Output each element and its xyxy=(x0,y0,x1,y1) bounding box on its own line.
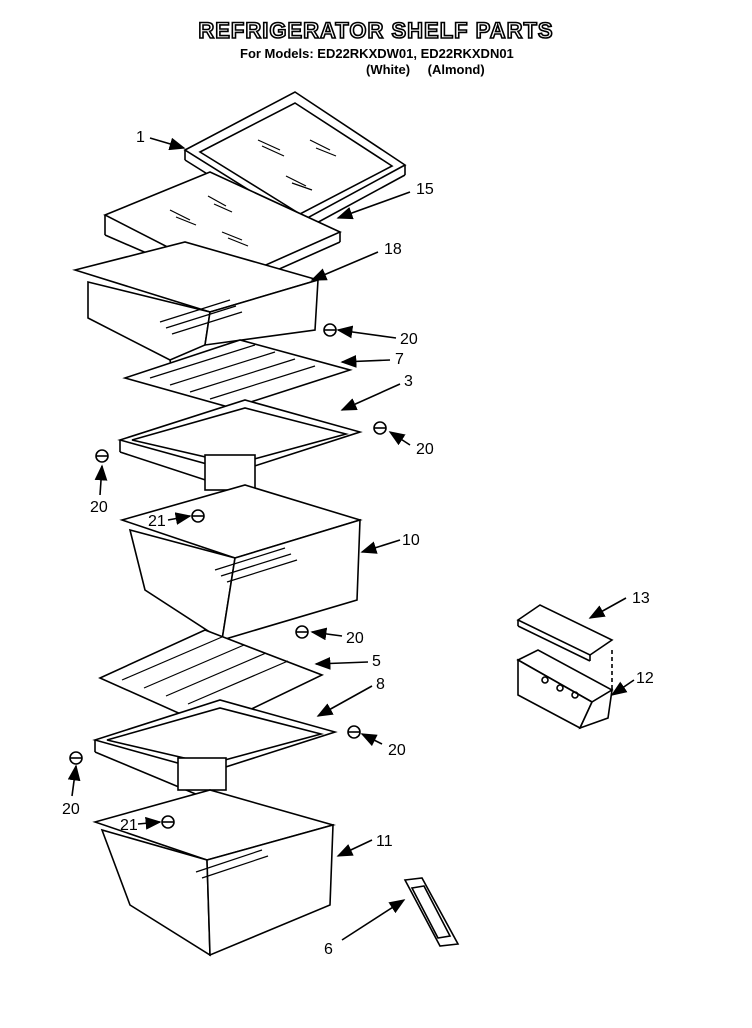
callout-11: 11 xyxy=(376,833,393,850)
part-11-crisper-pan xyxy=(92,789,336,957)
part-13-lid xyxy=(516,604,614,662)
callout-21: 21 xyxy=(148,513,166,530)
callout-15: 15 xyxy=(416,181,434,198)
callout-7: 7 xyxy=(395,351,404,368)
callout-20: 20 xyxy=(62,801,80,818)
part-5-shelf xyxy=(98,629,325,729)
part-3-shelf-frame xyxy=(117,399,363,500)
screw-20 xyxy=(323,323,337,337)
callout-18: 18 xyxy=(384,241,402,258)
screw-20 xyxy=(69,751,83,765)
screw-21 xyxy=(161,815,175,829)
screw-20 xyxy=(295,625,309,639)
part-10-crisper-pan xyxy=(119,484,363,642)
screw-20 xyxy=(373,421,387,435)
screw-21 xyxy=(191,509,205,523)
callout-20: 20 xyxy=(416,441,434,458)
model-numbers: For Models: ED22RKXDW01, ED22RKXDN01 xyxy=(240,46,514,61)
callout-13: 13 xyxy=(632,590,650,607)
callout-12: 12 xyxy=(636,670,654,687)
callout-20: 20 xyxy=(400,331,418,348)
callout-21: 21 xyxy=(120,817,138,834)
part-8-shelf-frame xyxy=(92,699,338,801)
callout-10: 10 xyxy=(402,532,420,549)
callout-20: 20 xyxy=(388,742,406,759)
part-12-bin xyxy=(516,649,614,730)
callout-6: 6 xyxy=(324,941,333,958)
leader-lines xyxy=(67,137,635,941)
callout-5: 5 xyxy=(372,653,381,670)
color-variants: (White) (Almond) xyxy=(366,62,485,77)
diagram-title: REFRIGERATOR SHELF PARTS xyxy=(198,17,554,44)
callout-1: 1 xyxy=(136,129,145,146)
part-6-panel xyxy=(403,877,460,947)
callout-20: 20 xyxy=(90,499,108,516)
part-7-shelf xyxy=(122,339,353,409)
callout-20: 20 xyxy=(346,630,364,647)
callout-3: 3 xyxy=(404,373,413,390)
screw-20 xyxy=(347,725,361,739)
callout-8: 8 xyxy=(376,676,385,693)
part-18-crisper-pan xyxy=(72,241,321,389)
screw-20 xyxy=(95,449,109,463)
